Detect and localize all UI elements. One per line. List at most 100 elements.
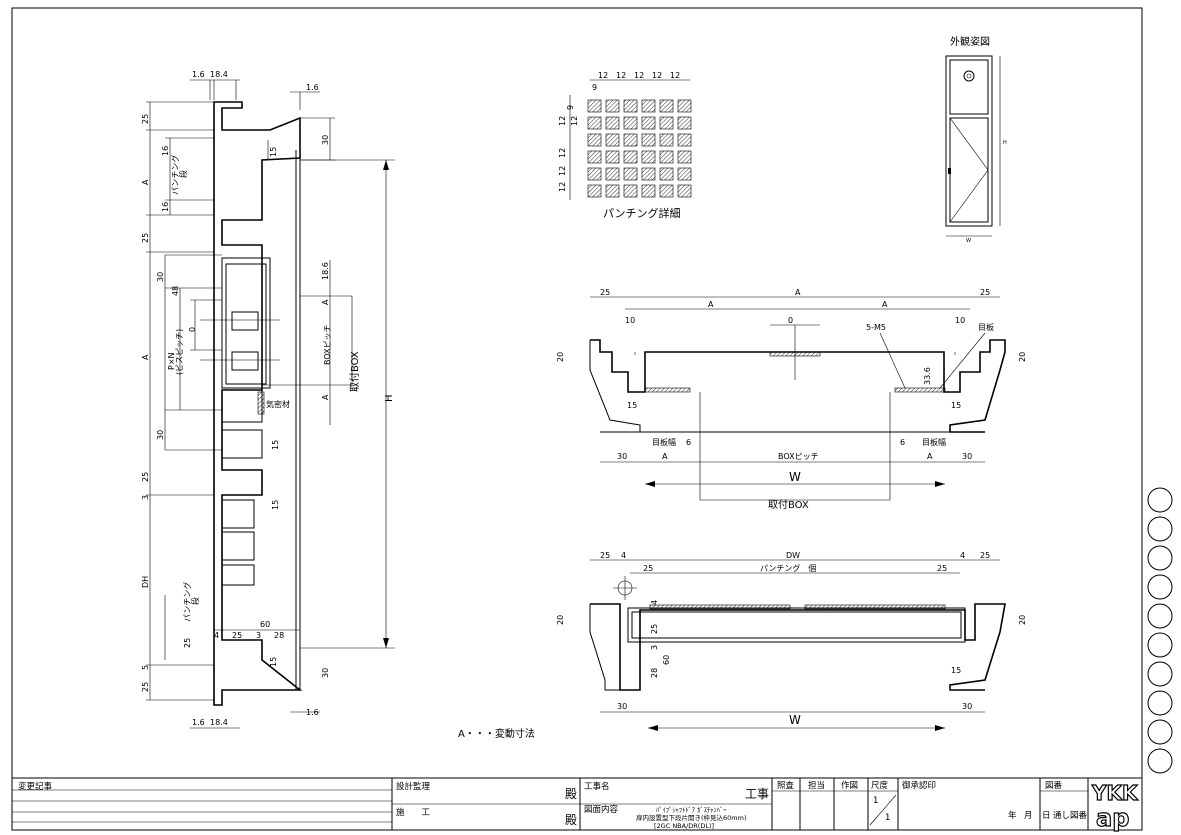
- revision-circle: [1147, 516, 1173, 542]
- pg-d1: 12: [598, 71, 608, 80]
- plan-view-2: 25 4 DW 4 25 25 パンチング 個 25 20 20 4 25 3 …: [556, 551, 1027, 731]
- punch-hole: [605, 99, 620, 113]
- box-pitch-vertical-label: BOXピッチ: [323, 324, 332, 365]
- draft-label: 作図: [841, 780, 858, 791]
- check-label: 照査: [777, 780, 795, 791]
- punch-hole: [641, 133, 656, 147]
- dim-b-4: 4: [214, 631, 219, 640]
- p2-20-left: 20: [556, 615, 565, 625]
- p2-4a: 4: [621, 551, 626, 560]
- punch-hole: [677, 150, 692, 164]
- punch-hole: [623, 150, 638, 164]
- p1-a-center: A: [795, 288, 801, 297]
- punch-hole: [623, 184, 638, 198]
- dim-r-15a: 15: [269, 147, 278, 157]
- serial-number-label: 通し図番: [1053, 810, 1088, 821]
- punch-hole: [623, 99, 638, 113]
- p1-a-b1: A: [662, 452, 668, 461]
- revision-circle: [1147, 487, 1173, 513]
- dim-bot-1-6: 1.6: [192, 718, 205, 727]
- punching-label-2: パンチング: [182, 582, 192, 622]
- p1-10b: 10: [955, 316, 965, 325]
- title-block: 変更記事 設計監理 施 工 殿 殿 工事名 工事 図面内容 ﾊﾟｲﾌﾟｼｬﾌﾄﾄ…: [11, 777, 1143, 833]
- punch-hole: [587, 99, 602, 113]
- left-section-view: 1.6 18.4 1.6: [141, 70, 395, 729]
- sheet-border: [11, 7, 1143, 831]
- dim-v-0: 0: [188, 327, 197, 332]
- variable-dimension-note: A・・・変動寸法: [458, 727, 535, 740]
- revision-circle: [1147, 632, 1173, 658]
- ykk-logo-top: YKK: [1091, 781, 1139, 805]
- p2-25b: 25: [980, 551, 990, 560]
- punch-hole: [605, 116, 620, 130]
- dim-top-18-4: 18.4: [210, 70, 228, 79]
- punching-hole-grid: [587, 99, 692, 198]
- revision-circles: [1147, 487, 1173, 774]
- dim-v-16b: 16: [161, 202, 170, 212]
- punching-label-1-sub: 段: [178, 170, 188, 178]
- punch-hole: [677, 133, 692, 147]
- target-plate-label: 目板: [978, 322, 994, 332]
- project-name-label: 工事名: [584, 781, 610, 792]
- dim-v-a2: A: [141, 354, 150, 360]
- charge-label: 担当: [808, 780, 825, 791]
- appearance-view: 外観姿図 W H: [945, 35, 1007, 244]
- revision-circle: [1147, 719, 1173, 745]
- dim-r-30b: 30: [321, 668, 330, 678]
- dim-v-30a: 30: [156, 272, 165, 282]
- p1-25a: 25: [600, 288, 610, 297]
- width-label: W: [789, 470, 801, 484]
- dim-r-15b: 15: [271, 440, 280, 450]
- dim-v-dh: DH: [141, 576, 150, 588]
- dim-r-18-6: 18.6: [321, 262, 330, 280]
- revision-circle: [1147, 661, 1173, 687]
- dim-v-25b: 25: [141, 233, 150, 243]
- dim-v-3: 3: [141, 495, 150, 500]
- punch-hole: [641, 99, 656, 113]
- punch-hole: [623, 116, 638, 130]
- dim-b-60: 60: [260, 620, 270, 629]
- punch-hole: [641, 167, 656, 181]
- dim-v-pxn: P×N: [167, 352, 176, 370]
- scale-label: 尺度: [871, 780, 889, 791]
- appearance-title: 外観姿図: [950, 35, 990, 48]
- honorific-1: 殿: [565, 787, 577, 801]
- p2-20-right: 20: [1018, 615, 1027, 625]
- p1-30b: 30: [962, 452, 972, 461]
- p1-a-right: A: [882, 300, 888, 309]
- punch-hole: [587, 167, 602, 181]
- dim-bot-18-4: 18.4: [210, 718, 228, 727]
- content-line-3: [2GC NBA/DR(DL)]: [654, 822, 714, 830]
- p1-a-left: A: [708, 300, 714, 309]
- dim-r-a2: A: [321, 394, 330, 400]
- p2-25c: 25: [643, 564, 653, 573]
- punch-hole: [605, 133, 620, 147]
- drawing-number-label: 図番: [1045, 780, 1063, 791]
- p2-60: 60: [662, 655, 671, 665]
- dim-r-a1: A: [321, 299, 330, 305]
- p2-3: 3: [650, 645, 659, 650]
- revision-circle: [1147, 603, 1173, 629]
- dim-v-25c: 25: [141, 472, 150, 482]
- punch-hole: [605, 150, 620, 164]
- p1-10a: 10: [625, 316, 635, 325]
- punch-hole: [659, 167, 674, 181]
- p2-30b: 30: [962, 702, 972, 711]
- p2-30a: 30: [617, 702, 627, 711]
- p1-6a: 6: [686, 438, 691, 447]
- p2-28: 28: [650, 668, 659, 678]
- pg-d5: 12: [670, 71, 680, 80]
- dim-v-16a: 16: [161, 146, 170, 156]
- punch-hole: [641, 116, 656, 130]
- p2-4b: 4: [960, 551, 965, 560]
- scale-denominator: 1: [885, 813, 890, 823]
- dim-v-a1: A: [141, 179, 150, 185]
- punch-hole: [623, 167, 638, 181]
- pg-d9: 12: [558, 148, 567, 158]
- pg-d4: 12: [652, 71, 662, 80]
- dim-v-pxn-sub: (ビスピッチ): [175, 329, 184, 375]
- day-label: 日: [1042, 811, 1051, 821]
- punch-hole: [623, 133, 638, 147]
- box-pitch-label: BOXピッチ: [778, 452, 819, 461]
- punch-hole: [641, 184, 656, 198]
